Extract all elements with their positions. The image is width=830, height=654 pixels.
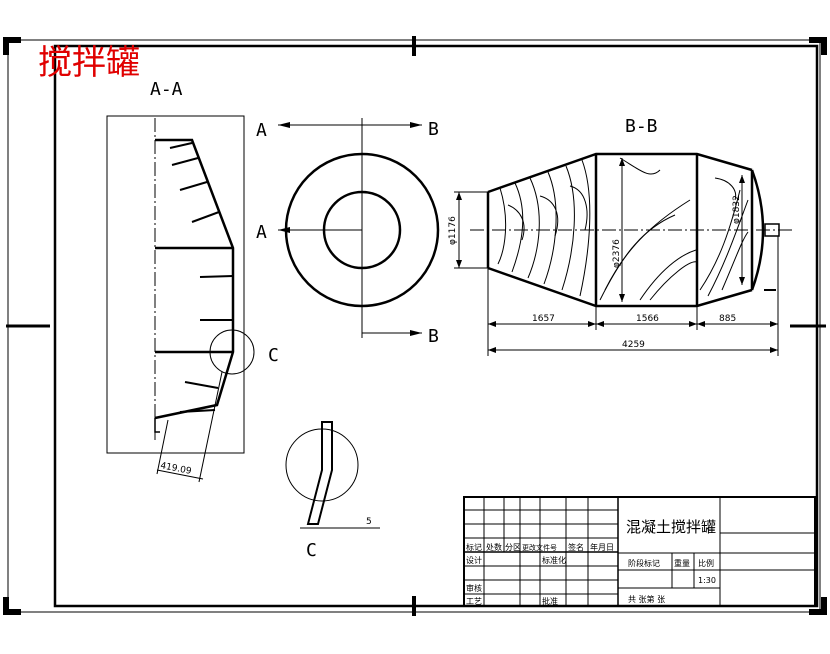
length-cone-label: 1657 xyxy=(532,314,555,324)
detail-c-marker-label: C xyxy=(268,345,279,366)
cut-plane-a-top: A xyxy=(256,120,267,141)
detail-c-marker-circle xyxy=(209,329,255,375)
standardize-label: 标准化 xyxy=(542,555,566,565)
blade-offset-dimension xyxy=(156,371,223,483)
title-block-headers: 标记 处数 分区 更改文件号 签名 年月日 xyxy=(466,542,614,552)
diameter-dimensions xyxy=(454,158,743,302)
process-label: 工艺 xyxy=(466,597,482,606)
drawing-name: 混凝土搅拌罐 xyxy=(626,518,716,536)
corner-marks xyxy=(3,37,827,615)
cut-plane-a-mid: A xyxy=(256,222,267,243)
header-zone: 分区 xyxy=(505,543,521,552)
detail-c-blade xyxy=(306,421,333,525)
scale-label: 比例 xyxy=(698,558,714,568)
diameter-small-label: φ1176 xyxy=(448,216,458,245)
section-aa-box xyxy=(106,115,245,454)
section-aa-label: A-A xyxy=(150,79,183,100)
scale-value: 1:30 xyxy=(698,576,716,585)
length-cylinder-label: 1566 xyxy=(636,314,659,324)
header-mark: 标记 xyxy=(466,542,482,552)
centring-marks xyxy=(6,36,826,616)
diameter-mid-label: φ2376 xyxy=(612,239,622,268)
cut-plane-b-top: B xyxy=(428,119,439,140)
diameter-arrows xyxy=(456,158,745,302)
title-block xyxy=(463,496,816,607)
tank-outline xyxy=(486,152,765,308)
review-label: 审核 xyxy=(466,583,482,593)
weight-label: 重量 xyxy=(674,558,690,568)
header-change-doc: 更改文件号 xyxy=(522,543,557,552)
cut-plane-b-bottom: B xyxy=(428,326,439,347)
section-aa-profile xyxy=(154,138,235,420)
detail-c-label: C xyxy=(306,540,317,561)
section-bb-label: B-B xyxy=(625,116,658,137)
diameter-end-label: φ1832 xyxy=(732,195,742,224)
design-label: 设计 xyxy=(466,555,482,565)
ring-outer-circle xyxy=(284,152,440,308)
length-arrows xyxy=(488,321,778,353)
ring-inner-circle xyxy=(322,190,402,270)
detail-c-width-label: 5 xyxy=(366,517,372,527)
header-signature: 签名 xyxy=(568,542,584,552)
section-aa-base-tab xyxy=(154,418,160,433)
section-aa-blades xyxy=(169,142,234,413)
sheets-label: 共 张第 张 xyxy=(628,594,665,604)
length-total-label: 4259 xyxy=(622,340,645,350)
header-date: 年月日 xyxy=(590,542,614,552)
length-end-label: 885 xyxy=(719,314,736,324)
stage-mark-label: 阶段标记 xyxy=(628,558,660,568)
drawing-title: 搅拌罐 xyxy=(38,43,140,83)
tank-shaft xyxy=(764,223,780,237)
approve-label: 批准 xyxy=(542,596,558,606)
header-count: 处数 xyxy=(486,542,502,552)
spiral-blades xyxy=(497,157,749,301)
length-dimensions xyxy=(487,236,779,356)
blade-offset-value: 419.09 xyxy=(159,461,192,477)
